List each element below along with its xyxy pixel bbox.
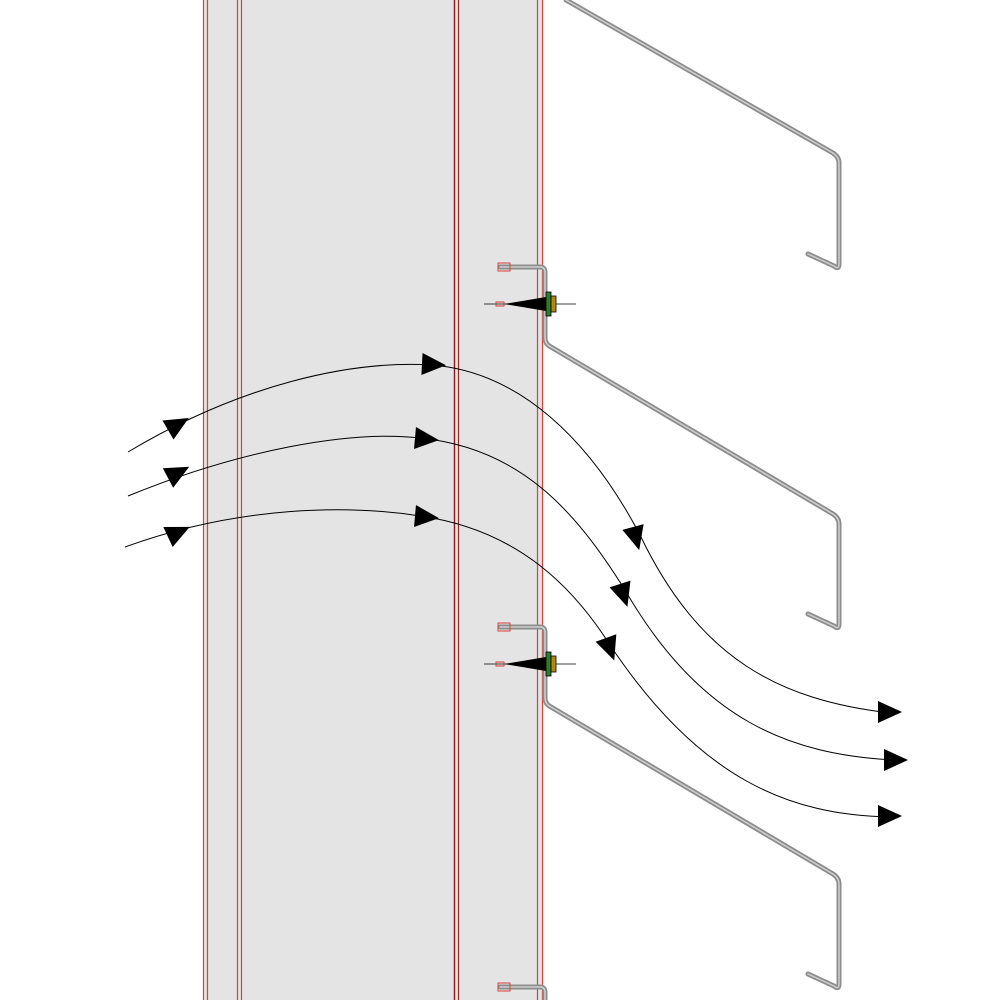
clip-tab-outline	[497, 982, 511, 992]
louver-blade-middle	[497, 262, 842, 631]
triangle-arrowhead-icon	[414, 427, 439, 449]
wall-panel	[203, 0, 543, 1000]
triangle-arrowhead-icon	[595, 634, 617, 661]
triangle-arrowhead-icon	[162, 418, 189, 440]
arrowheads	[162, 353, 908, 827]
louver-blade-top	[563, 0, 842, 271]
triangle-arrowhead-icon	[878, 805, 902, 827]
wall-layer-lines	[202, 0, 544, 1000]
triangle-arrowhead-icon	[162, 466, 190, 488]
airflow-line-1	[127, 363, 891, 714]
clip-tab-outline	[497, 262, 511, 272]
triangle-arrowhead-icon	[878, 701, 902, 723]
airflow-lines	[124, 363, 896, 818]
triangle-arrowhead-icon	[884, 749, 908, 771]
triangle-arrowhead-icon	[414, 505, 439, 527]
clip-tab-outline	[497, 622, 511, 632]
triangle-arrowhead-icon	[421, 353, 446, 375]
triangle-arrowhead-icon	[609, 580, 631, 607]
louver-blade-bottom	[497, 622, 842, 991]
triangle-arrowhead-icon	[622, 524, 644, 551]
screw-fastener-icon	[484, 291, 576, 317]
screw-fastener-icon	[484, 651, 576, 677]
triangle-arrowhead-icon	[163, 526, 190, 547]
airflow-line-3	[124, 509, 891, 818]
airflow-line-2	[127, 435, 896, 761]
louver-clip-lower	[497, 982, 548, 1000]
